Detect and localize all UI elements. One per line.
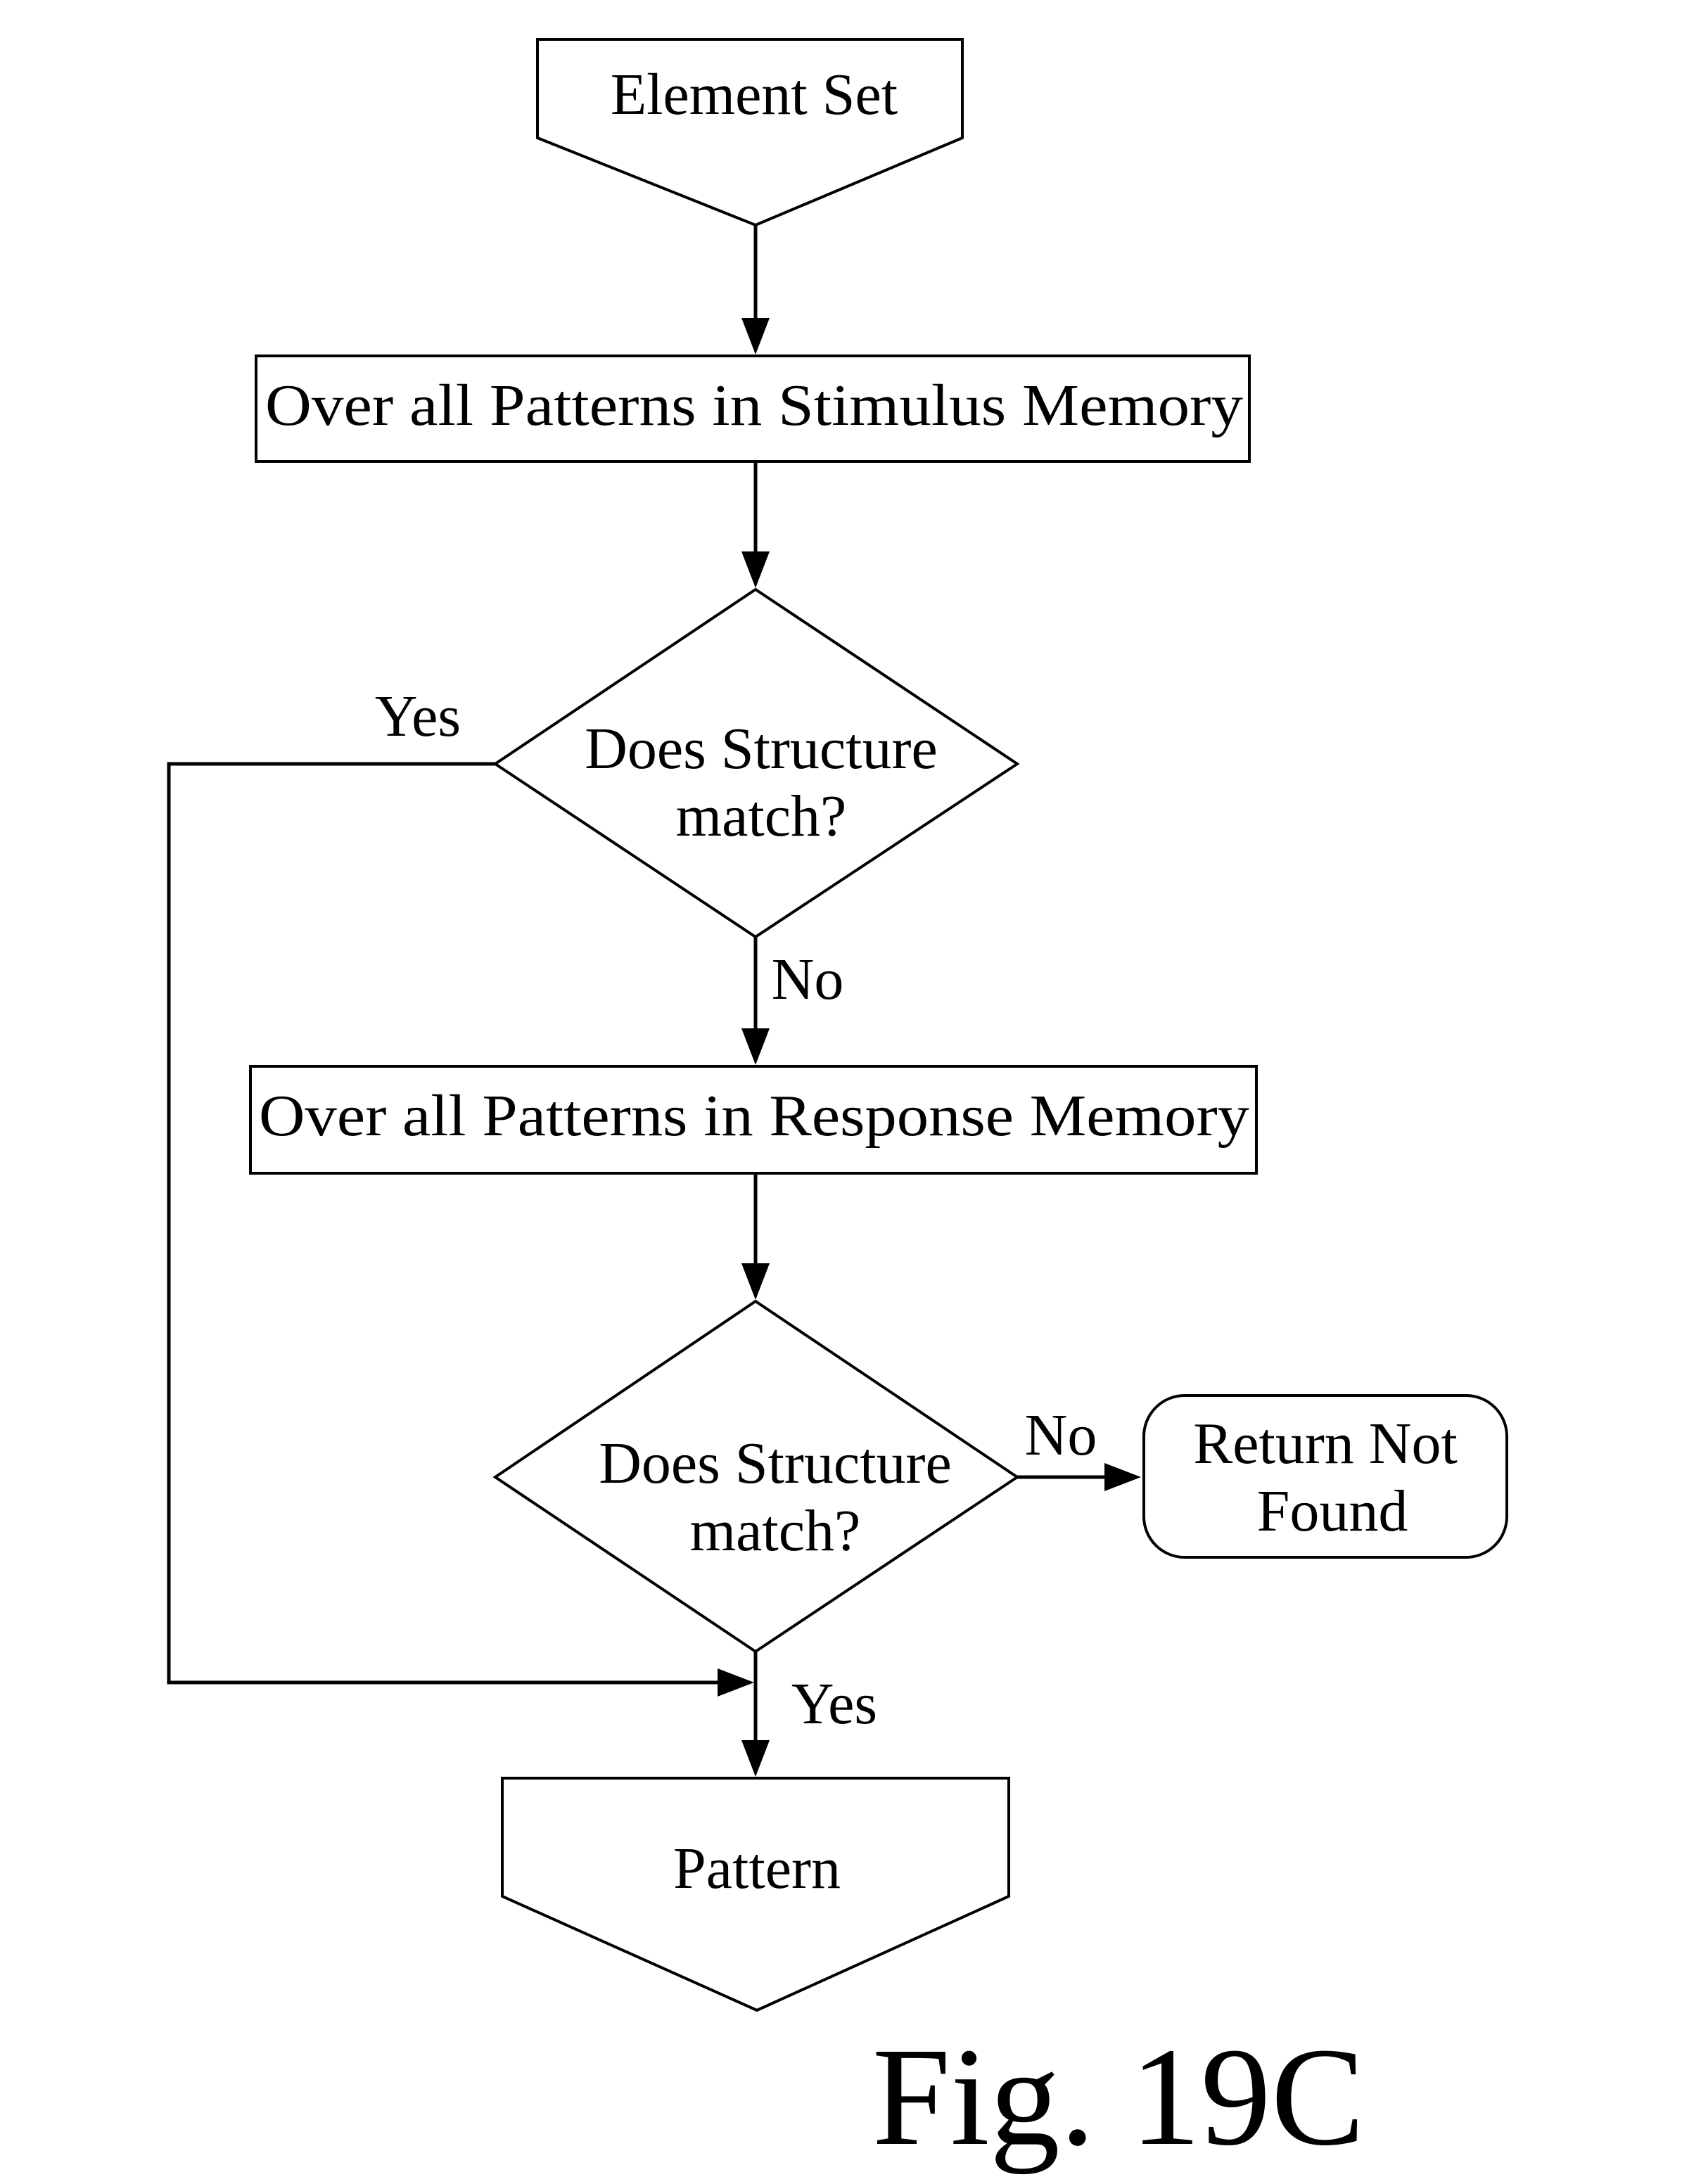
start-label: Element Set bbox=[611, 62, 898, 127]
decision-1-no-path bbox=[741, 937, 770, 1065]
not-found-line2: Found bbox=[1257, 1479, 1408, 1544]
decision-1-yes-label: Yes bbox=[375, 684, 461, 749]
decision-1-line1: Does Structure bbox=[585, 716, 938, 781]
not-found-line1: Return Not bbox=[1193, 1411, 1458, 1476]
response-loop-label: Over all Patterns in Response Memory bbox=[259, 1083, 1249, 1149]
decision-2-line2: match? bbox=[690, 1498, 861, 1564]
arrow-response-to-decision2 bbox=[741, 1173, 770, 1300]
end-label: Pattern bbox=[673, 1836, 841, 1901]
decision-2-no-label: No bbox=[1025, 1403, 1097, 1468]
end-node: Pattern bbox=[502, 1778, 1009, 2010]
response-loop-node: Over all Patterns in Response Memory bbox=[250, 1066, 1256, 1173]
arrow-stimulus-to-decision1 bbox=[741, 461, 770, 588]
decision-1-node: Does Structure match? bbox=[495, 589, 1017, 937]
start-node: Element Set bbox=[537, 39, 962, 225]
stimulus-loop-label: Over all Patterns in Stimulus Memory bbox=[265, 373, 1243, 438]
stimulus-loop-node: Over all Patterns in Stimulus Memory bbox=[256, 356, 1249, 461]
decision-2-yes-path bbox=[741, 1652, 770, 1777]
decision-2-node: Does Structure match? bbox=[495, 1301, 1017, 1652]
decision-1-line2: match? bbox=[676, 784, 847, 849]
not-found-node: Return Not Found bbox=[1144, 1396, 1507, 1557]
figure-caption: Fig. 19C bbox=[872, 2019, 1365, 2175]
arrow-start-to-stimulus bbox=[741, 225, 770, 355]
decision-2-yes-label: Yes bbox=[791, 1671, 877, 1737]
decision-1-no-label: No bbox=[772, 947, 844, 1012]
decision-2-line1: Does Structure bbox=[599, 1431, 952, 1496]
